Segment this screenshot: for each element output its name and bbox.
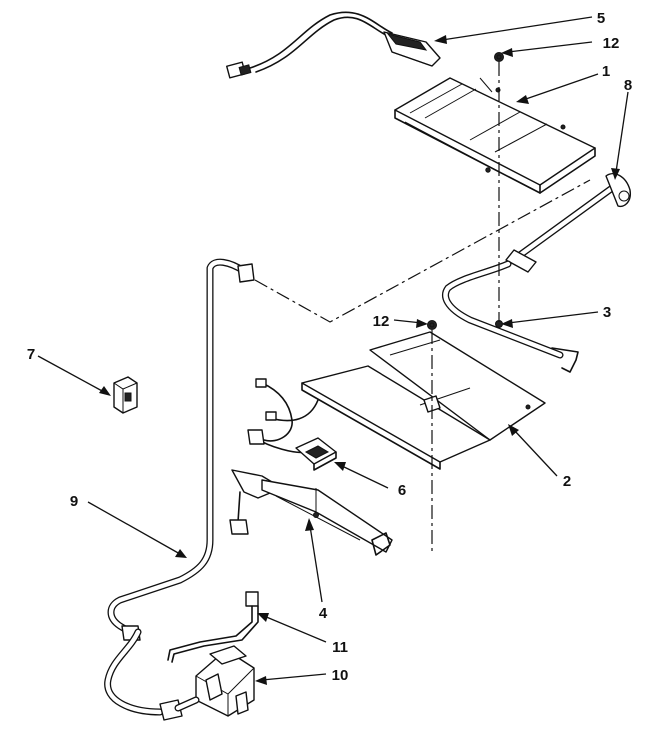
- part-9-supply-tube: [107, 258, 255, 641]
- callout-10: 10: [332, 667, 349, 684]
- part-1-upper-baffle: [394, 77, 596, 194]
- part-12-lower-screw: [427, 320, 437, 330]
- callout-11: 11: [332, 639, 348, 656]
- callout-12-lower: 12: [373, 313, 390, 330]
- callout-12-upper: 12: [603, 35, 620, 52]
- part-12-upper-screw: [494, 52, 504, 62]
- callout-1: 1: [602, 63, 610, 80]
- leader-lines: [37, 16, 629, 685]
- callout-3: 3: [603, 304, 611, 321]
- part-6-harness: [247, 378, 337, 471]
- part-5-igniter: [226, 11, 441, 79]
- callout-9: 9: [70, 493, 78, 510]
- part-7-component: [113, 376, 138, 414]
- callout-7: 7: [27, 346, 35, 363]
- callout-2: 2: [563, 473, 571, 490]
- callout-5: 5: [597, 10, 605, 27]
- callout-4: 4: [319, 605, 328, 622]
- part-8-broil-burner: [442, 172, 632, 373]
- callout-8: 8: [624, 77, 632, 94]
- callout-labels: 5 12 1 8 3 12 7 2 6 9 4 11 10: [27, 10, 632, 684]
- part-10-gas-valve: [104, 628, 255, 721]
- part-11-fitting: [167, 591, 259, 663]
- callout-6: 6: [398, 482, 406, 499]
- alignment-lines: [254, 62, 591, 555]
- part-4-bake-burner: [229, 469, 393, 556]
- part-2-lower-baffle: [301, 331, 546, 470]
